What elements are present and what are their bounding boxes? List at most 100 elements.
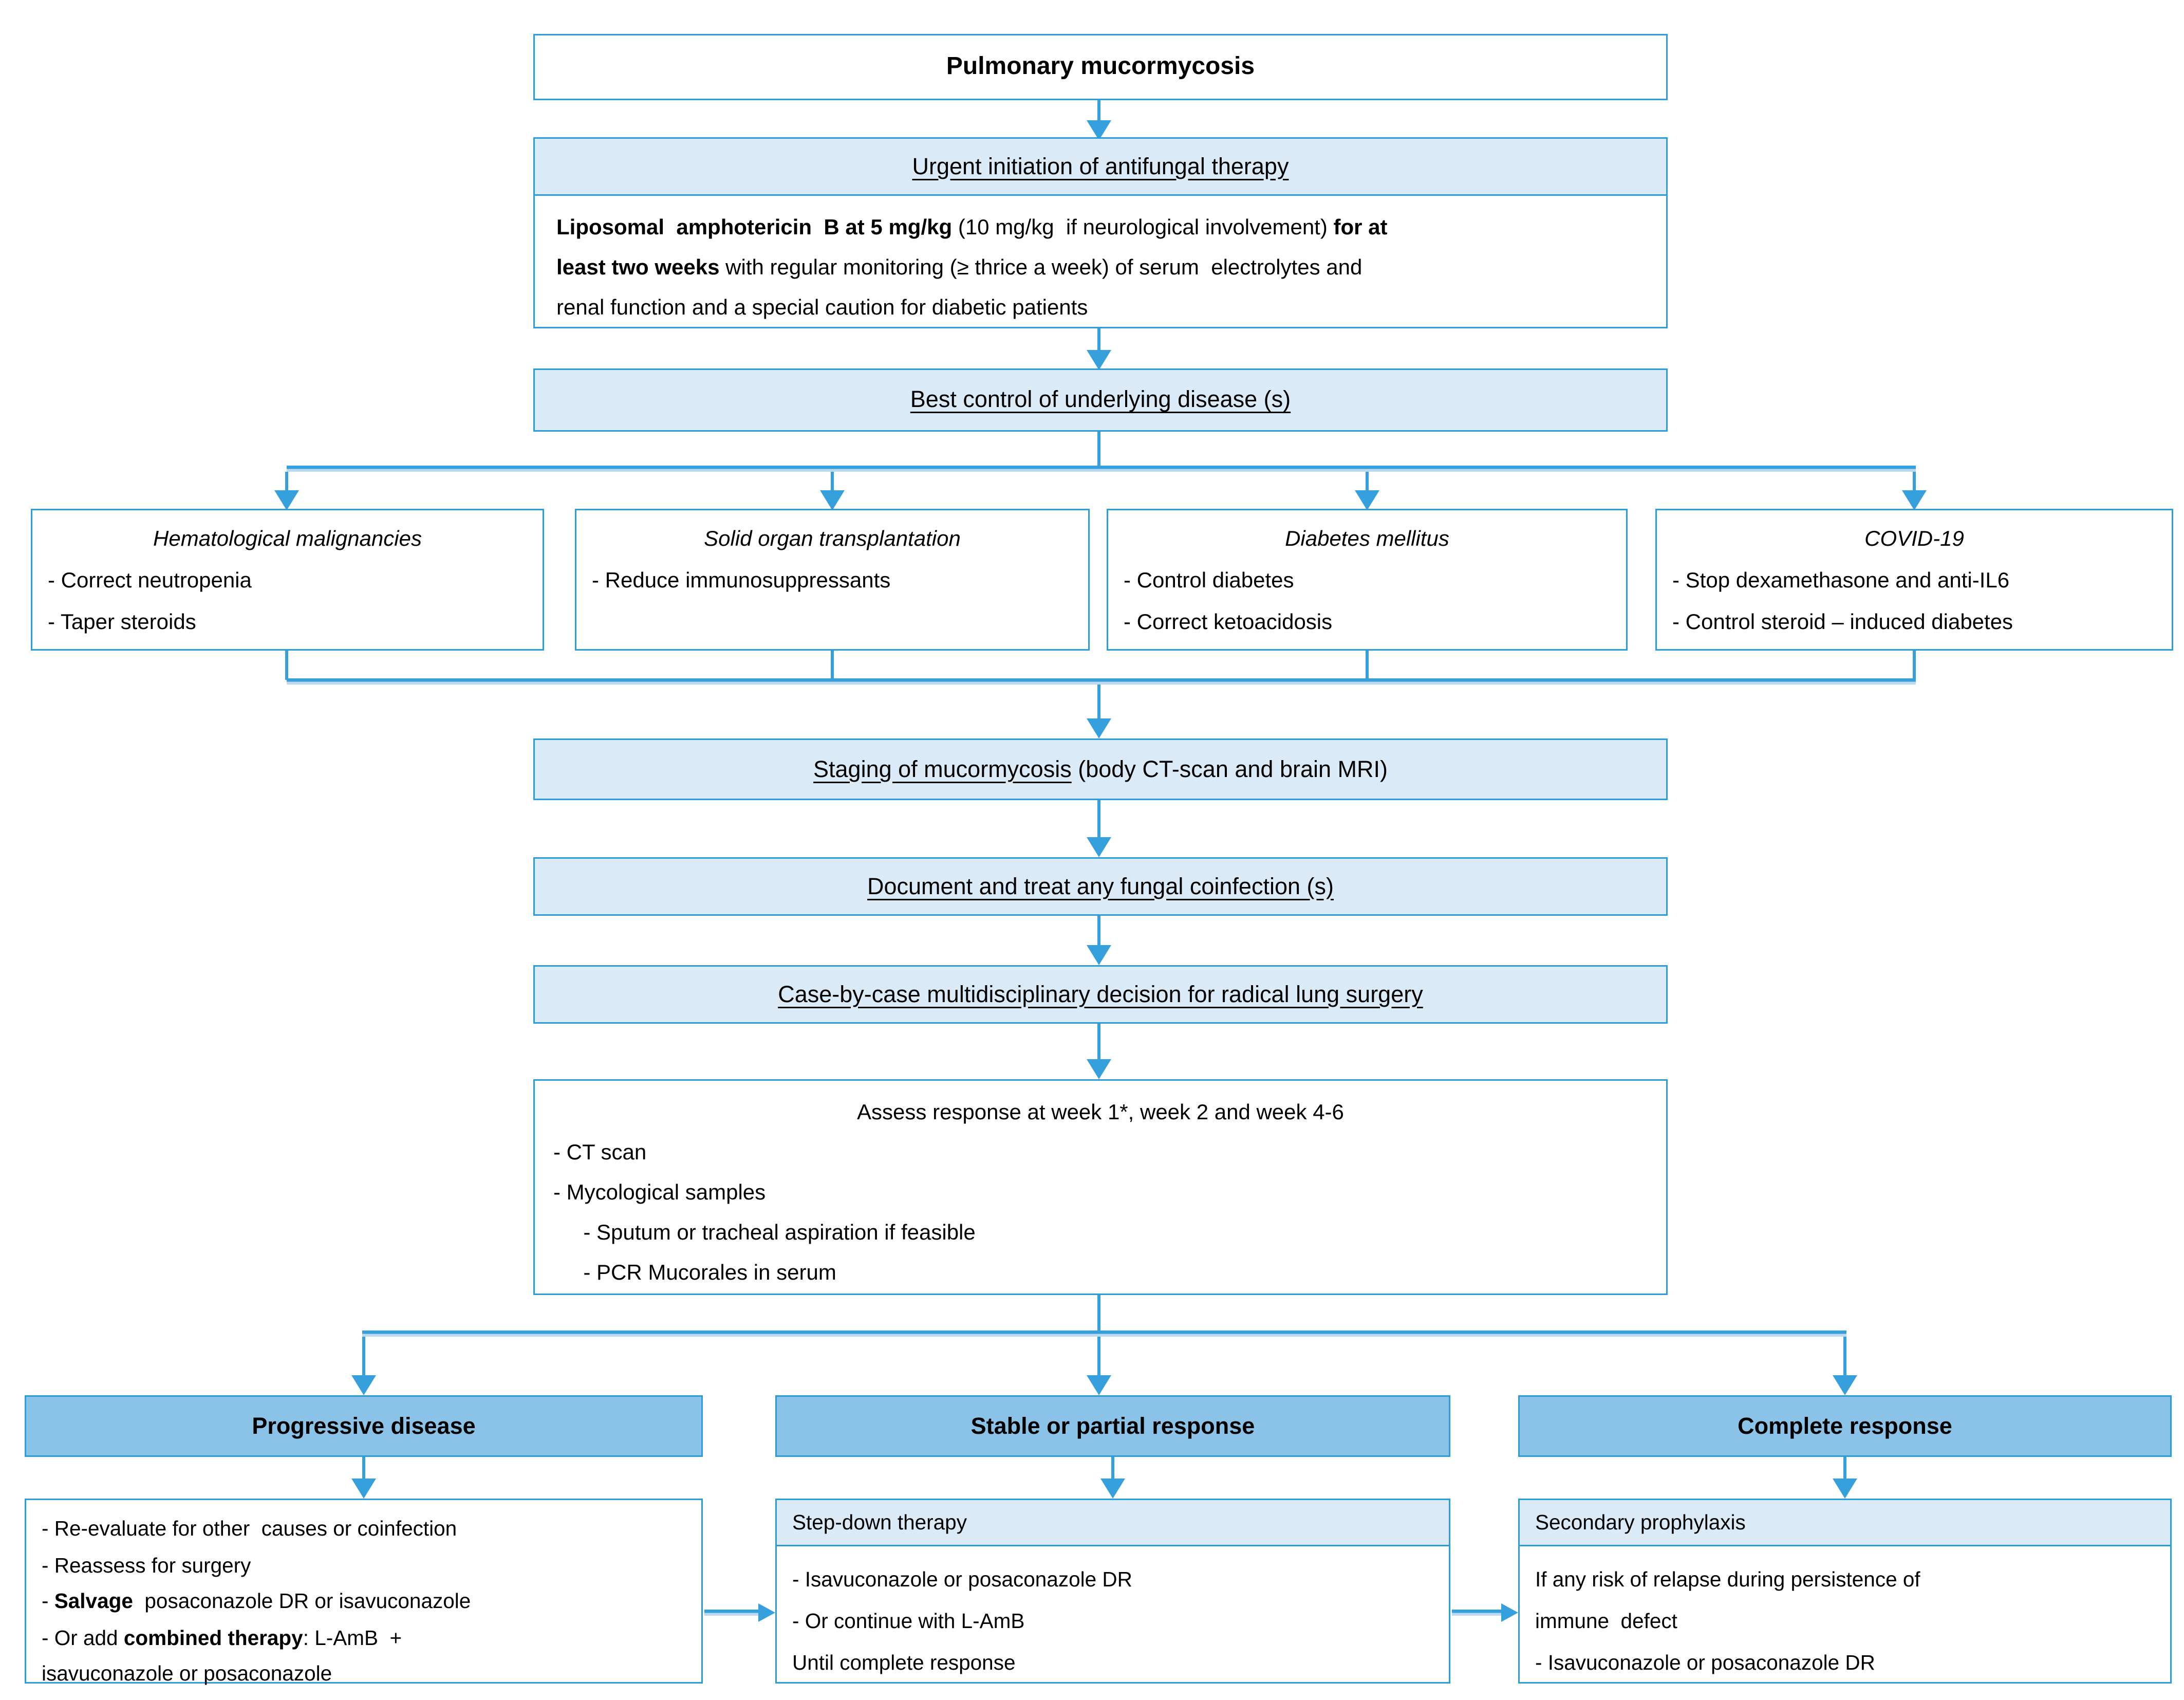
surgery-decision-box: Case-by-case multidisciplinary decision …	[533, 965, 1668, 1024]
arrow-down-icon	[820, 490, 845, 510]
best-control-box: Best control of underlying disease (s)	[533, 368, 1668, 432]
connector-line	[362, 1337, 365, 1378]
box-title: Hematological malignancies	[153, 526, 422, 550]
underlying-box-diabetes: Diabetes mellitus - Control diabetes- Co…	[1107, 509, 1628, 651]
arrow-right-icon	[758, 1603, 775, 1622]
outcome-subheader-label: Step-down therapy	[792, 1511, 967, 1534]
text-segment: : L-AmB +	[303, 1625, 402, 1649]
text-line: - Control diabetes	[1124, 567, 1294, 592]
text-line: - Reduce immunosuppressants	[592, 567, 891, 592]
connector-line	[1097, 1295, 1100, 1332]
arrow-down-icon	[1833, 1375, 1857, 1395]
text-segment: least two weeks	[556, 254, 726, 279]
coinfection-label: Document and treat any fungal coinfectio…	[867, 873, 1334, 900]
text-line: - Salvage posaconazole DR or isavuconazo…	[42, 1583, 701, 1620]
page-title: Pulmonary mucormycosis	[946, 53, 1255, 80]
connector-line	[285, 472, 288, 492]
text-line: Until complete response	[792, 1651, 1016, 1674]
text-segment: -	[42, 1590, 54, 1613]
text-segment: with regular monitoring (≥ thrice a week…	[725, 254, 1362, 279]
underlying-box-covid19: COVID-19 - Stop dexamethasone and anti-I…	[1655, 509, 2173, 651]
arrow-down-icon	[351, 1479, 376, 1499]
text-segment: - Or add	[42, 1625, 124, 1649]
assess-response-box: Assess response at week 1*, week 2 and w…	[533, 1079, 1668, 1295]
connector-line	[831, 651, 833, 680]
connector-line	[1097, 1337, 1100, 1378]
outcome-lines: - Re-evaluate for other causes or coinfe…	[26, 1500, 701, 1692]
text-segment: (body CT-scan and brain MRI)	[1071, 756, 1388, 783]
text-line: - Re-evaluate for other causes or coinfe…	[42, 1517, 457, 1540]
text-segment: (10 mg/kg if neurological involvement)	[958, 214, 1334, 239]
staging-label: Staging of mucormycosis (body CT-scan an…	[813, 756, 1388, 783]
connector-line	[1913, 472, 1915, 492]
connector-line	[1097, 432, 1100, 466]
connector-line	[1097, 916, 1100, 945]
text-line: - CT scan	[553, 1139, 647, 1164]
text-line: - Correct ketoacidosis	[1124, 609, 1333, 634]
connector-line	[1843, 1457, 1846, 1482]
outcome-header-complete: Complete response	[1518, 1395, 2172, 1457]
box-bullets: - Control diabetes - Correct ketoacidosis	[1108, 557, 1626, 643]
arrow-down-icon	[1355, 490, 1379, 510]
connector-line	[1843, 1337, 1846, 1378]
text-line: immune defect	[1535, 1610, 1677, 1633]
text-segment: combined therapy	[123, 1625, 303, 1649]
outcome-body-complete: Secondary prophylaxis If any risk of rel…	[1518, 1499, 2172, 1684]
coinfection-box: Document and treat any fungal coinfectio…	[533, 857, 1668, 916]
text-line: least two weeks with regular monitoring …	[556, 247, 1645, 287]
text-line: - Correct neutropenia	[48, 567, 252, 592]
connector-line	[831, 472, 833, 492]
connector-line	[1366, 651, 1368, 680]
text-segment: Salvage	[54, 1590, 133, 1613]
text-line: - Sputum or tracheal aspiration if feasi…	[553, 1219, 976, 1244]
arrow-down-icon	[1087, 945, 1111, 965]
box-bullets: - Correct neutropenia- Taper steroids	[32, 557, 543, 643]
box-title: COVID-19	[1864, 526, 1964, 550]
arrow-down-icon	[1087, 120, 1111, 140]
outcome-subheader: Secondary prophylaxis	[1520, 1500, 2170, 1546]
box-title: Diabetes mellitus	[1285, 526, 1449, 550]
box-bullets: - Reduce immunosuppressants	[576, 557, 1088, 601]
underlying-box-transplantation: Solid organ transplantation - Reduce imm…	[575, 509, 1090, 651]
connector-line	[1097, 100, 1100, 125]
arrow-down-icon	[1087, 1375, 1111, 1395]
connector-line	[287, 678, 1916, 685]
arrow-down-icon	[1100, 1479, 1125, 1499]
antifungal-therapy-header-label: Urgent initiation of antifungal therapy	[912, 153, 1289, 180]
arrow-down-icon	[1833, 1479, 1857, 1499]
outcome-header-label: Progressive disease	[252, 1413, 476, 1439]
connector-line	[362, 1331, 1846, 1337]
outcome-body-progressive: - Re-evaluate for other causes or coinfe…	[25, 1499, 703, 1685]
text-segment: posaconazole DR or isavuconazole	[133, 1590, 471, 1613]
connector-line	[1111, 1457, 1114, 1482]
connector-line	[362, 1457, 365, 1482]
connector-line	[285, 651, 288, 680]
title-box: Pulmonary mucormycosis	[533, 34, 1668, 100]
connector-line	[287, 466, 1916, 472]
text-segment: Liposomal amphotericin B at 5 mg/kg	[556, 214, 958, 239]
text-segment: for at	[1333, 214, 1388, 239]
connector-line	[1097, 1024, 1100, 1059]
connector-line	[1913, 651, 1915, 680]
outcome-subheader-label: Secondary prophylaxis	[1535, 1511, 1746, 1534]
staging-box: Staging of mucormycosis (body CT-scan an…	[533, 738, 1668, 800]
text-line: Liposomal amphotericin B at 5 mg/kg (10 …	[556, 207, 1645, 247]
text-line: - Stop dexamethasone and anti-IL6	[1672, 567, 2010, 592]
text-line: If any risk of relapse during persistenc…	[1535, 1568, 1920, 1591]
surgery-decision-label: Case-by-case multidisciplinary decision …	[778, 981, 1423, 1008]
antifungal-therapy-box: Urgent initiation of antifungal therapy …	[533, 137, 1668, 328]
text-segment: Staging of mucormycosis	[813, 756, 1072, 783]
text-line: - Isavuconazole or posaconazole DR	[792, 1568, 1132, 1591]
arrow-down-icon	[1087, 350, 1111, 370]
connector-line	[1097, 328, 1100, 353]
connector-line	[1366, 472, 1368, 492]
box-bullets: - Stop dexamethasone and anti-IL6- Contr…	[1657, 557, 2172, 643]
antifungal-therapy-paragraph: Liposomal amphotericin B at 5 mg/kg (10 …	[535, 196, 1666, 338]
connector-line	[1097, 685, 1100, 720]
outcome-lines: - Isavuconazole or posaconazole DR- Or c…	[777, 1546, 1449, 1684]
outcome-header-progressive: Progressive disease	[25, 1395, 703, 1457]
outcome-header-label: Stable or partial response	[970, 1413, 1255, 1439]
assess-title: Assess response at week 1*, week 2 and w…	[857, 1099, 1344, 1124]
arrow-down-icon	[1087, 718, 1111, 738]
